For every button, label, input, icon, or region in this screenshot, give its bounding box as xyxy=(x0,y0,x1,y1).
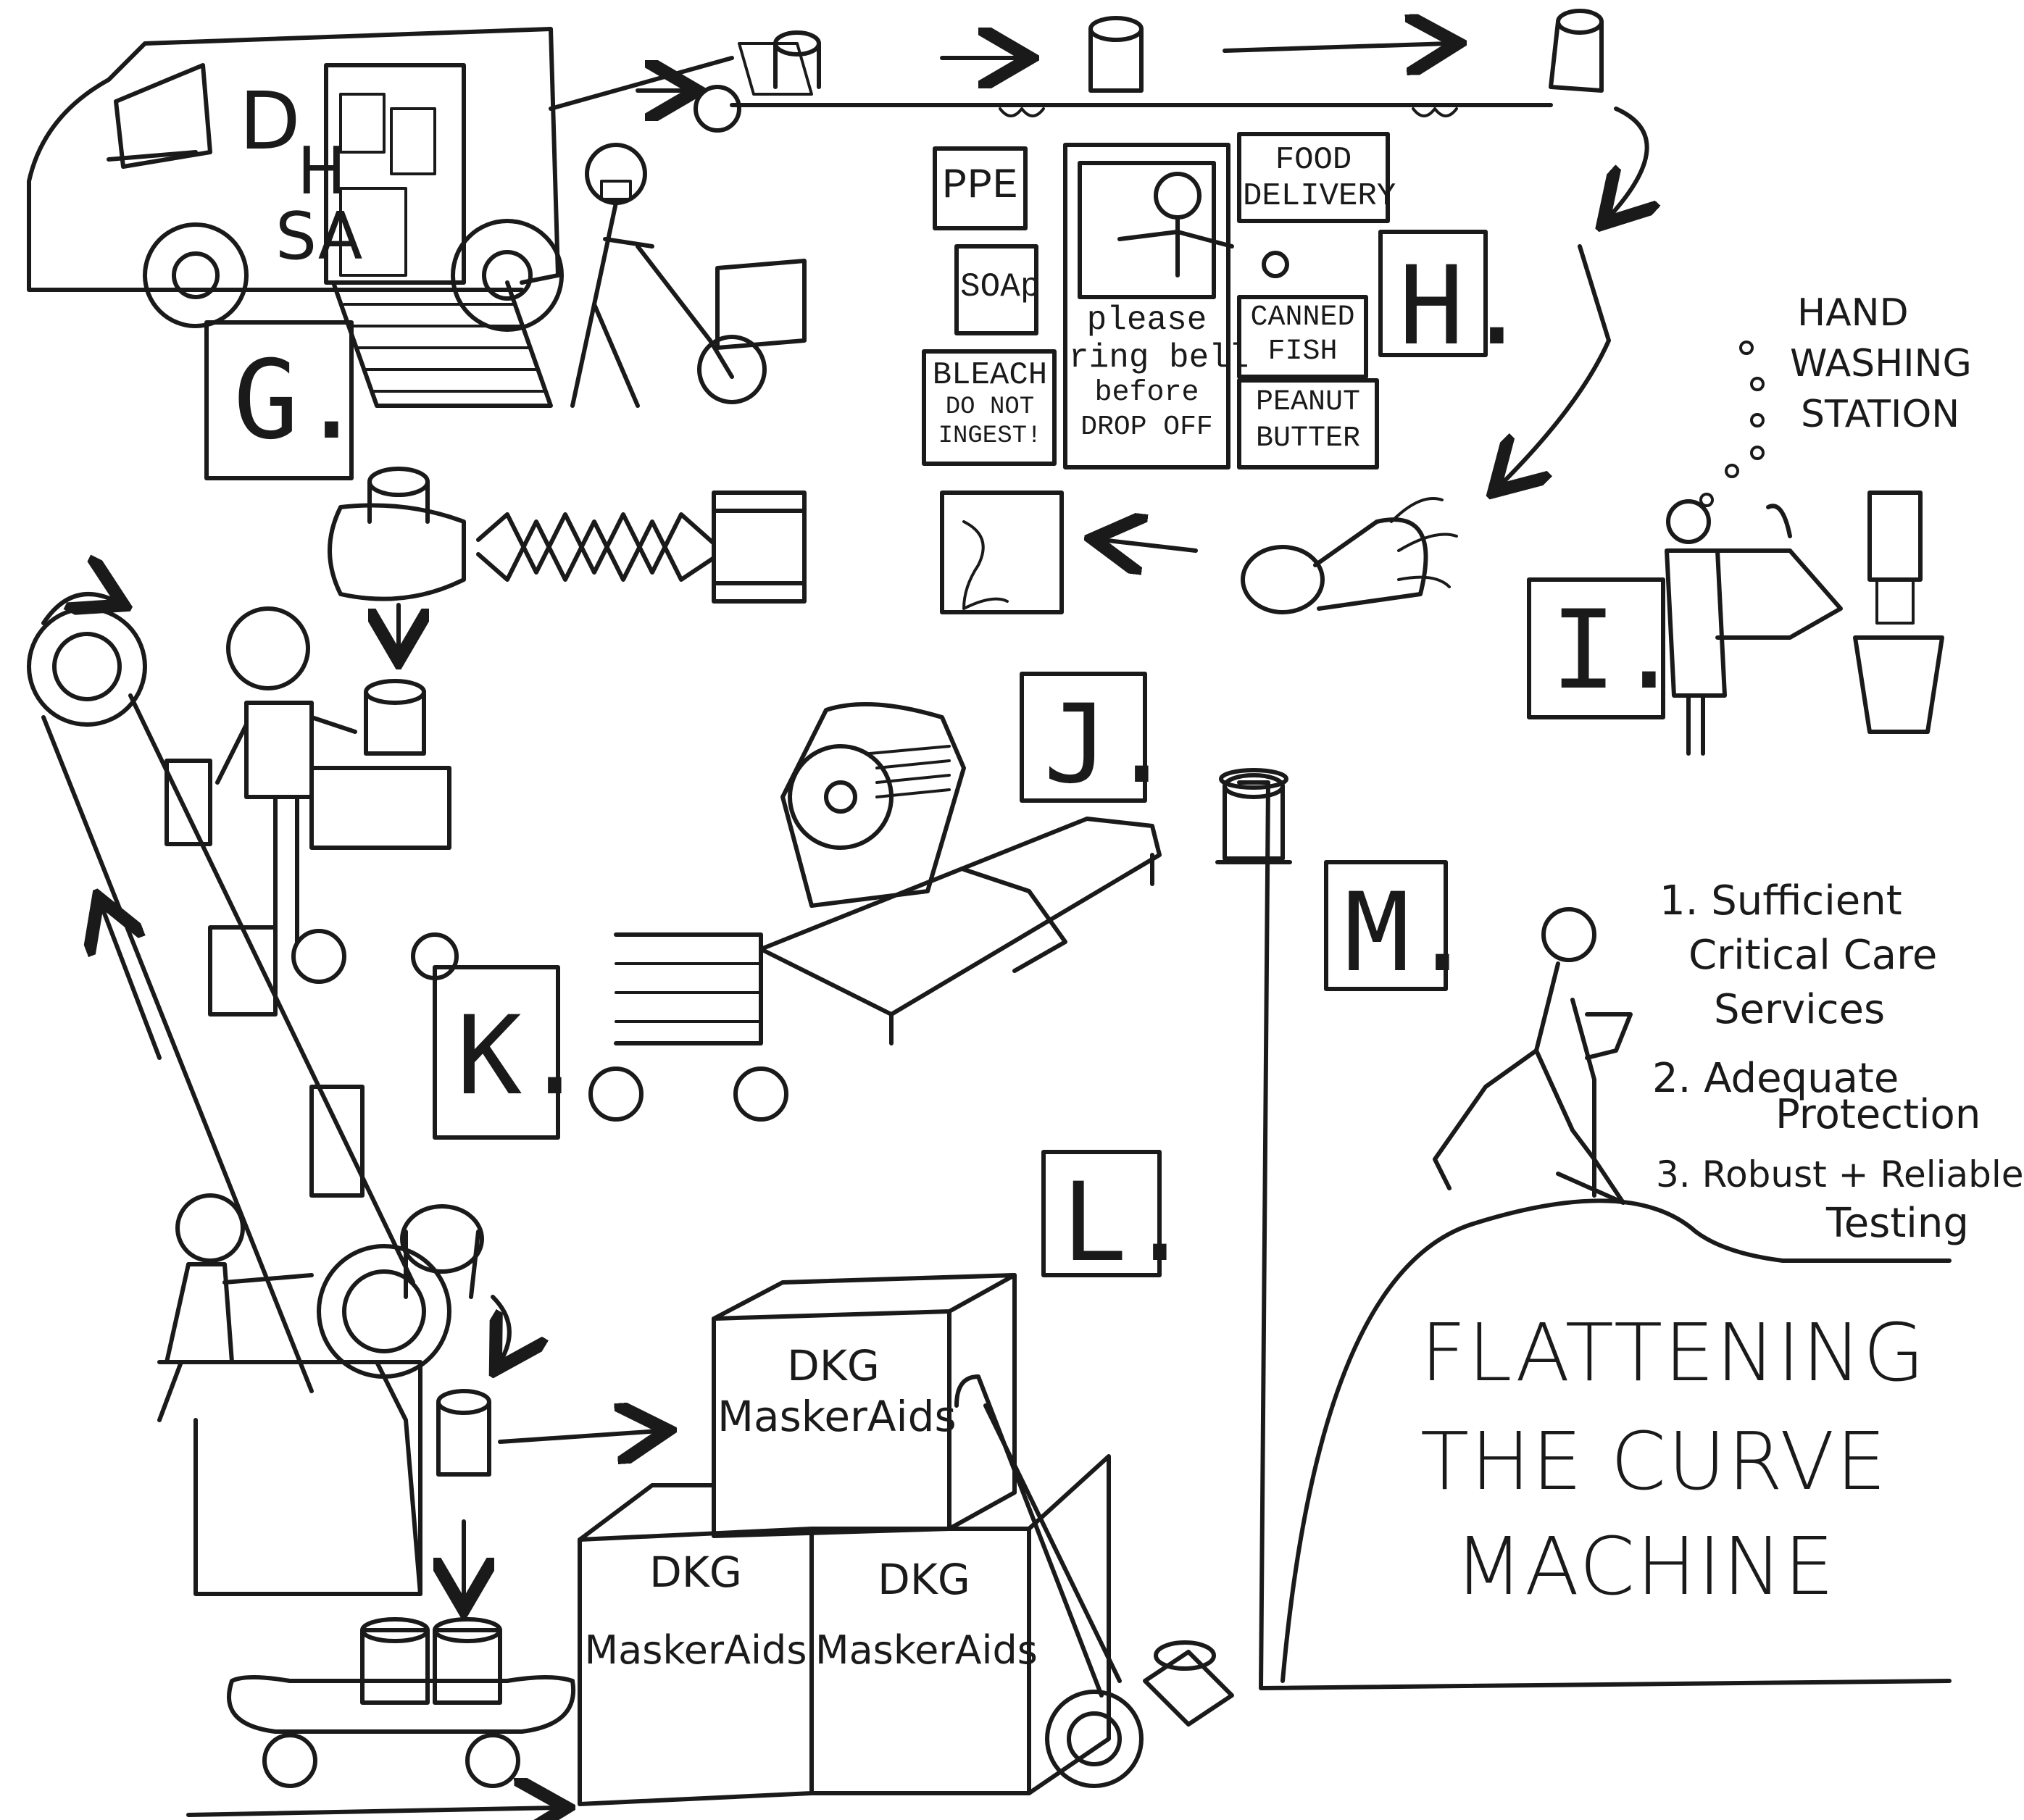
title-line-3: MACHINE xyxy=(1454,1520,1836,1613)
window-note-line-1: please xyxy=(1086,301,1207,339)
station-g-box xyxy=(204,320,354,480)
hand-washing-line-1: HAND xyxy=(1797,291,1909,335)
van-lettering-sa: SA xyxy=(275,199,363,275)
sign-bleach-warning-1: DO NOT xyxy=(945,393,1035,421)
station-letter-m: M. xyxy=(1344,870,1475,996)
station-letter-k: K. xyxy=(457,993,588,1119)
hand-washing-line-2: WASHING xyxy=(1790,342,1972,385)
station-letter-j: J. xyxy=(1044,682,1175,808)
goal-2-line-1: 2. Adequate xyxy=(1652,1055,1899,1102)
skateboard-cart xyxy=(186,1617,573,1815)
station-m-box xyxy=(1324,860,1448,991)
station-letter-i: I. xyxy=(1551,588,1682,714)
box-left-product: MaskerAids xyxy=(584,1627,807,1673)
station-i-box xyxy=(1527,577,1665,719)
sign-bleach: BLEACH xyxy=(932,357,1048,393)
goal-3-line-2: Testing xyxy=(1826,1200,1969,1247)
left-worker xyxy=(208,606,459,1017)
goal-1-line-2: Critical Care xyxy=(1688,932,1938,979)
window-note-line-4: DROP OFF xyxy=(1080,412,1213,443)
title-line-2: THE CURVE xyxy=(1420,1415,1888,1508)
delivery-van xyxy=(27,27,564,408)
station-letter-g: G. xyxy=(233,338,365,464)
mask-rack-cart xyxy=(433,932,788,1140)
left-conveyor-belt xyxy=(27,594,451,1393)
top-conveyor xyxy=(549,9,1647,217)
goal-2-line-2: Protection xyxy=(1775,1091,1981,1138)
runner xyxy=(1433,907,1633,1205)
sewing-machine xyxy=(759,672,1162,1045)
sign-butter: BUTTER xyxy=(1255,422,1361,455)
goal-1-line-1: 1. Sufficient xyxy=(1659,877,1902,924)
box-right-product: MaskerAids xyxy=(815,1627,1038,1673)
window-note-line-3: before xyxy=(1094,377,1199,409)
sign-bleach-warning-2: INGEST! xyxy=(938,422,1042,450)
goal-1-line-3: Services xyxy=(1714,986,1886,1033)
punch-accordion xyxy=(328,467,807,652)
station-h-box xyxy=(1378,230,1488,357)
box-top-product: MaskerAids xyxy=(717,1392,957,1441)
box-right-brand: DKG xyxy=(878,1555,970,1604)
sign-delivery: DELIVERY xyxy=(1243,178,1396,214)
station-l-box xyxy=(1041,1150,1162,1277)
sign-peanut: PEANUT xyxy=(1255,386,1361,419)
sign-food: FOOD xyxy=(1275,142,1352,178)
hand-washing-station xyxy=(1527,341,1944,756)
station-k-box xyxy=(433,965,560,1140)
goal-3-line-1: 3. Robust + Reliable xyxy=(1656,1153,2024,1195)
van-lettering-d: D xyxy=(239,75,301,167)
box-top-brand: DKG xyxy=(787,1341,880,1390)
sign-ppe: PPE xyxy=(942,163,1018,210)
curve-graph xyxy=(1215,768,1952,1690)
station-letter-l: L. xyxy=(1062,1160,1193,1286)
title-line-1: FLATTENING xyxy=(1420,1306,1926,1399)
sign-fish: FISH xyxy=(1267,335,1338,368)
sign-soap: SOAp xyxy=(960,268,1041,306)
window-note-line-2: ring bell xyxy=(1069,339,1249,377)
masker-aids-boxes xyxy=(578,1150,1162,1806)
sign-canned: CANNED xyxy=(1250,301,1355,334)
box-left-brand: DKG xyxy=(649,1548,742,1597)
box-worker xyxy=(157,1193,659,1601)
hand-truck xyxy=(954,1374,1234,1788)
van-worker xyxy=(570,143,807,408)
van-lettering-h: H xyxy=(297,133,346,209)
donation-booth xyxy=(922,132,1488,469)
winged-roll xyxy=(940,244,1611,614)
hand-washing-line-3: STATION xyxy=(1801,393,1960,436)
station-letter-h: H. xyxy=(1399,243,1530,370)
